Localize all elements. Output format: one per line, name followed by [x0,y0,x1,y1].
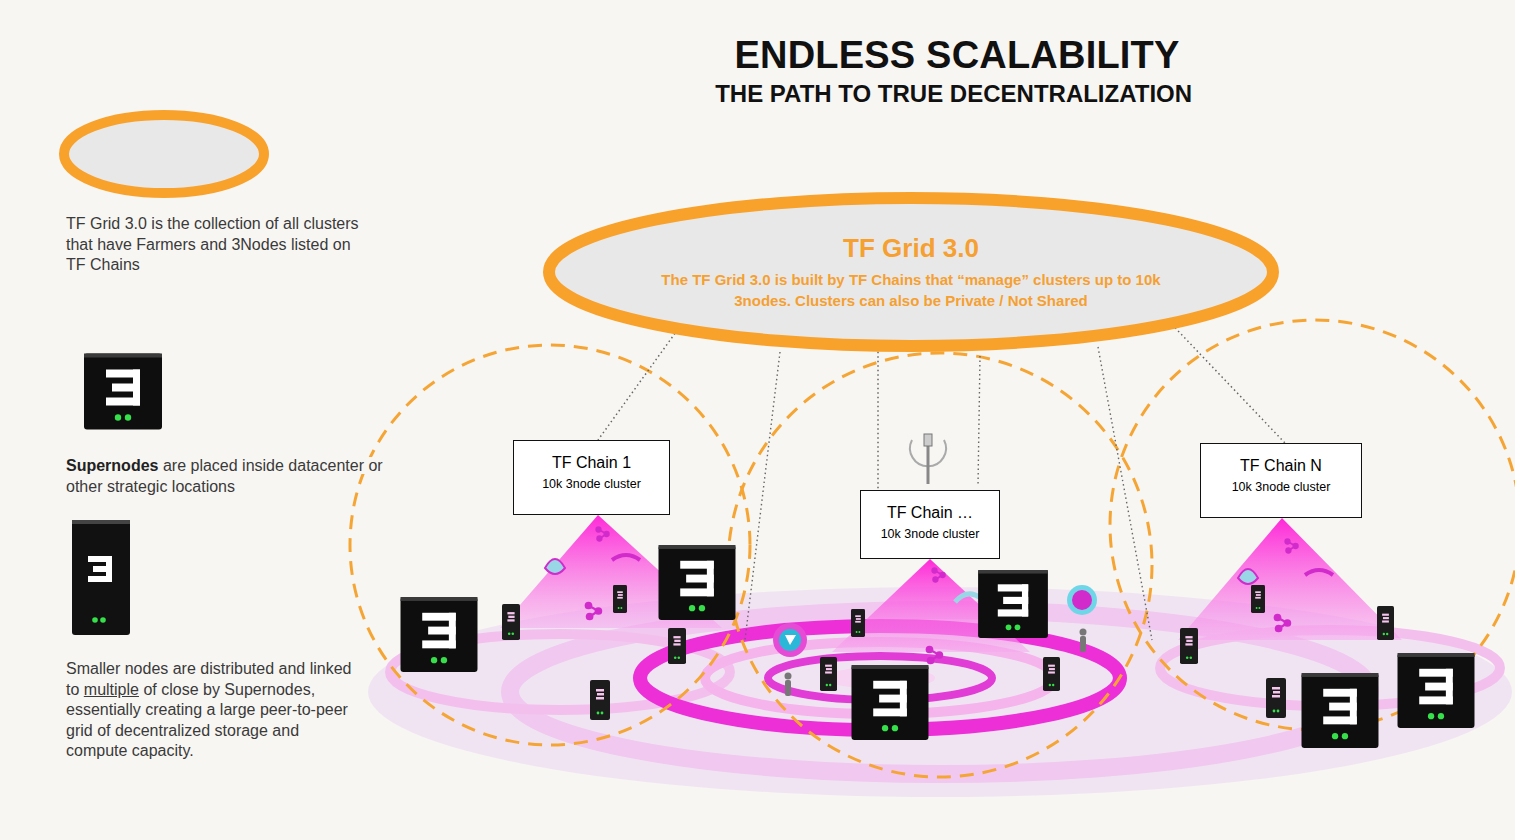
ellipse-shape [549,198,1273,346]
molecule [926,646,944,665]
note-text: multiple [84,681,139,698]
small-node [851,609,865,637]
dotted-connector [598,333,675,440]
leader-line [978,356,980,486]
small-node [820,657,837,691]
logo-bar [106,556,112,582]
app-bubble [1072,590,1092,610]
molecule [1284,538,1298,553]
text-group: THE PATH TO TRUE DECENTRALIZATION [557,80,1357,108]
note-text: Supernodes [66,457,158,474]
small-node [668,628,686,664]
node-body: 10k 3node cluster [875,526,985,542]
supernode [401,597,478,672]
molecule [585,602,603,621]
molecule [595,526,609,541]
cluster-circle [350,345,750,745]
node-body: 10k 3node cluster [1215,479,1347,495]
supernode [978,570,1048,638]
text-group: Smaller nodes are distributed and linked… [66,659,361,762]
antenna-icon [910,434,946,484]
floating-icon [1238,569,1258,584]
status-led [100,617,106,623]
small-node [1180,628,1198,664]
text-group: Supernodesare placed inside datacenter o… [66,456,401,497]
node-title: TF Chain … [875,503,985,523]
person-body [1080,636,1086,652]
floating-icon [1305,570,1333,575]
supernode [852,665,929,740]
dotted-connector [1175,328,1285,443]
app-bubble [1067,585,1097,615]
tower-top [72,520,130,524]
cluster-circle [1110,320,1515,730]
small-node [590,680,610,720]
node-title: TF Chain 1 [528,453,655,473]
page-title: ENDLESS SCALABILITY [607,34,1307,77]
small-node [613,585,627,613]
node-title: TF Grid 3.0 [843,233,979,264]
supernode-icon [84,354,162,430]
small-node [1043,657,1060,691]
molecule [1274,614,1292,633]
supernode [1398,653,1475,728]
text-group: TF Grid 3.0 is the collection of all clu… [66,214,366,276]
grid-ellipse-icon [64,115,264,193]
small-node [502,604,520,640]
node-title: TF Chain N [1215,456,1347,476]
app-bubble [773,623,807,657]
molecule [931,567,945,582]
leader-line [745,352,780,640]
note-text: TF Grid 3.0 is the collection of all clu… [66,215,359,273]
dotted-connector [877,352,879,490]
node-body: The TF Grid 3.0 is built by TF Chains th… [651,270,1171,311]
small-node [1251,585,1265,613]
tower-body [72,520,130,635]
supernode [1302,673,1379,748]
floating-icon [955,594,981,602]
status-led [92,617,98,623]
person-body [785,680,791,696]
subtitle: THE PATH TO TRUE DECENTRALIZATION [715,80,1192,107]
person-head [785,673,792,680]
small-node-icon [72,520,130,635]
floating-icon [612,555,640,560]
floating-icon [545,559,565,574]
node-body: 10k 3node cluster [528,476,655,492]
supernode [659,545,736,620]
cluster-circle [728,353,1152,777]
spotlight-beam [1178,518,1402,640]
chain-box: TF Chain … 10k 3node cluster [860,490,1000,559]
person-head [1080,629,1087,636]
leader-line [1098,347,1152,640]
chain-box: TF Chain 1 10k 3node cluster [513,440,670,515]
grid-ellipse: TF Grid 3.0The TF Grid 3.0 is built by T… [542,191,1280,353]
small-node [1377,606,1394,640]
person-figures [785,629,1087,697]
antenna-head [924,434,932,446]
chain-box: TF Chain N 10k 3node cluster [1200,443,1362,518]
small-node [1266,678,1286,718]
app-bubble-mark [785,635,796,645]
app-bubble [779,629,801,651]
